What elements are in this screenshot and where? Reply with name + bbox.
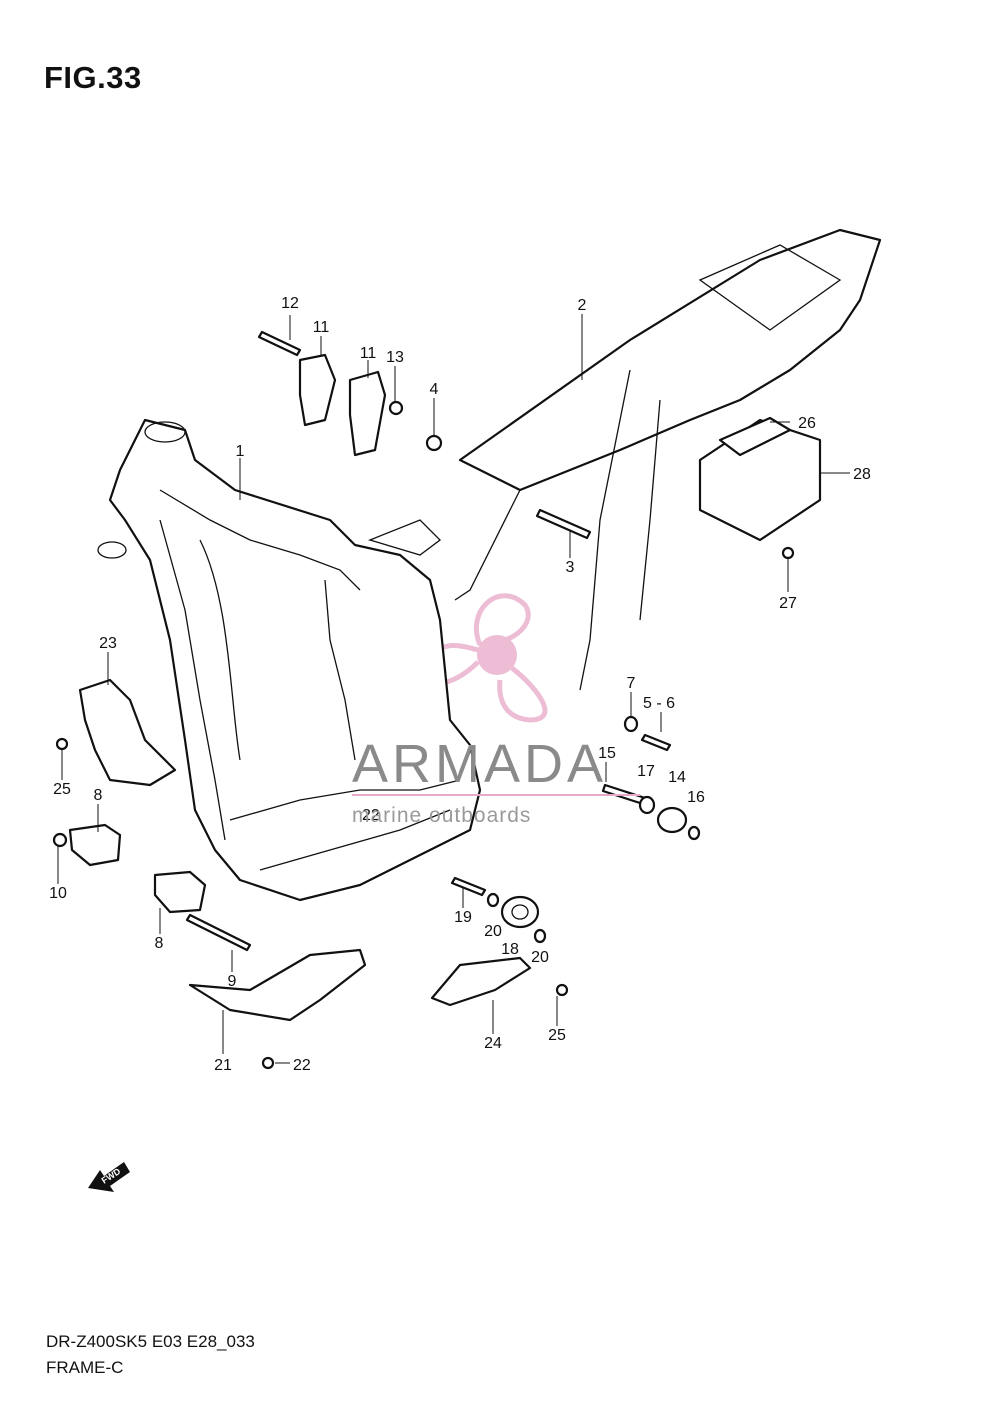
callout-25a: 25 bbox=[53, 781, 71, 798]
callout-21: 21 bbox=[214, 1057, 232, 1074]
nut-10 bbox=[52, 832, 68, 848]
bolt-19 bbox=[450, 876, 487, 897]
frame-guard-23 bbox=[78, 678, 177, 787]
bolt-5-6 bbox=[640, 733, 672, 752]
rear-sub-frame bbox=[454, 228, 882, 691]
callout-20a: 20 bbox=[484, 923, 502, 940]
callout-27: 27 bbox=[779, 595, 797, 612]
ecu-unit bbox=[698, 416, 822, 542]
callout-9: 9 bbox=[228, 973, 237, 990]
model-code: DR-Z400SK5 E03 E28_033 bbox=[46, 1332, 255, 1351]
leader-lines bbox=[57, 314, 850, 1064]
watermark-brand: ARMADA bbox=[352, 734, 607, 794]
callout-11a: 11 bbox=[313, 319, 330, 336]
callout-20b: 20 bbox=[531, 949, 549, 966]
callout-labels: 1 2 3 4 5 - 6 7 8 8 9 10 11 11 12 13 14 … bbox=[49, 295, 871, 1074]
callout-15: 15 bbox=[598, 745, 616, 762]
callout-18: 18 bbox=[501, 941, 519, 958]
washer-7 bbox=[623, 715, 639, 733]
engine-mount-plate-8b bbox=[153, 870, 207, 914]
callout-10: 10 bbox=[49, 885, 67, 902]
callout-23: 23 bbox=[99, 635, 117, 652]
bolt-27 bbox=[781, 546, 795, 560]
washer-20b bbox=[533, 928, 547, 944]
callout-19: 19 bbox=[454, 909, 472, 926]
callout-28: 28 bbox=[853, 466, 871, 483]
callout-22b: 22 bbox=[293, 1057, 311, 1074]
callout-12: 12 bbox=[281, 295, 299, 312]
callout-5-6: 5 - 6 bbox=[643, 695, 675, 712]
callout-17: 17 bbox=[637, 763, 655, 780]
bolt-9 bbox=[185, 913, 252, 952]
skid-plate-21 bbox=[188, 948, 367, 1022]
callout-24: 24 bbox=[484, 1035, 502, 1052]
callout-11b: 11 bbox=[360, 345, 377, 362]
figure-title: FIG.33 bbox=[44, 60, 142, 95]
washer-20a bbox=[486, 892, 500, 908]
bracket-11b bbox=[348, 370, 387, 457]
frame-guard-24 bbox=[430, 956, 532, 1007]
callout-8b: 8 bbox=[155, 935, 164, 952]
callout-22a: 22 bbox=[362, 807, 380, 824]
callout-25b: 25 bbox=[548, 1027, 566, 1044]
callout-8a: 8 bbox=[94, 787, 103, 804]
callout-2: 2 bbox=[578, 297, 587, 314]
callout-3: 3 bbox=[566, 559, 575, 576]
cushion-14 bbox=[656, 806, 688, 834]
bracket-11a bbox=[298, 353, 337, 427]
nut-13 bbox=[388, 400, 404, 416]
callout-26: 26 bbox=[798, 415, 816, 432]
watermark-text: ARMADA marine outboards bbox=[352, 734, 640, 827]
washer-16 bbox=[687, 825, 701, 841]
collar-17 bbox=[638, 795, 656, 815]
main-frame bbox=[97, 418, 482, 902]
callout-1: 1 bbox=[236, 443, 245, 460]
watermark-tagline: marine outboards bbox=[352, 804, 531, 827]
bolt-25a bbox=[55, 737, 69, 751]
engine-mount-plate-8a bbox=[68, 823, 122, 867]
bolt-22 bbox=[261, 1056, 275, 1070]
callout-16: 16 bbox=[687, 789, 705, 806]
callout-13: 13 bbox=[386, 349, 404, 366]
section-name: FRAME-C bbox=[46, 1358, 124, 1377]
bolt-25b bbox=[555, 983, 569, 997]
nut-4 bbox=[425, 434, 443, 452]
callout-4: 4 bbox=[430, 381, 439, 398]
callout-14: 14 bbox=[668, 769, 686, 786]
bolt-3 bbox=[535, 508, 592, 540]
cushion-18 bbox=[500, 895, 540, 929]
callout-7: 7 bbox=[627, 675, 636, 692]
bolt-12 bbox=[257, 330, 302, 357]
fwd-arrow-icon: FWD bbox=[88, 1162, 130, 1192]
